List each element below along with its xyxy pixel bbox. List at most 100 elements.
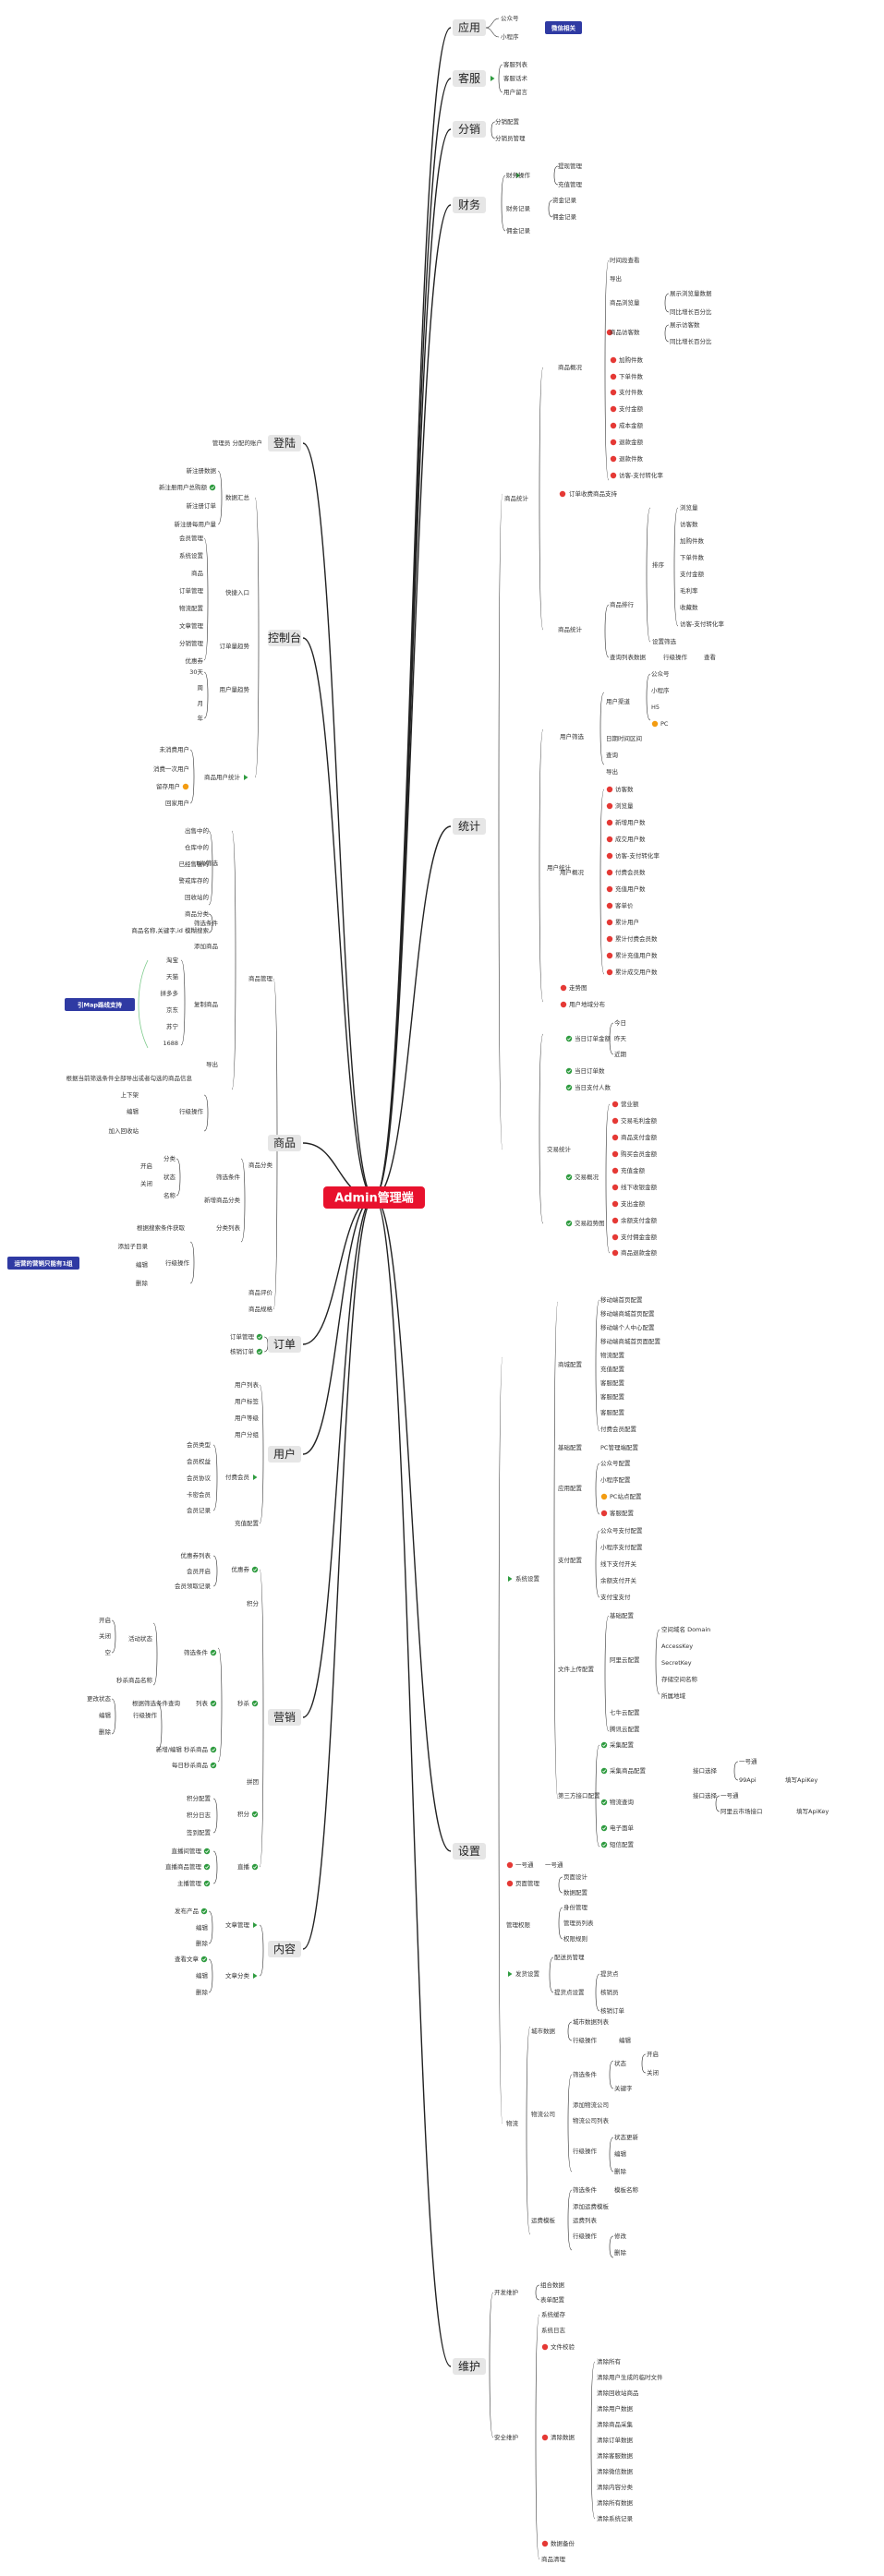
bracket-line	[157, 1703, 163, 1751]
connector-line	[373, 204, 452, 1198]
check-icon	[203, 1863, 211, 1871]
root-node	[323, 1186, 425, 1209]
note-badge	[7, 1257, 79, 1270]
connector-line	[302, 1197, 375, 1455]
node-label: 添加物流公司	[573, 2101, 609, 2109]
node-label: 秒杀商品名称	[116, 1676, 153, 1684]
node-label: 提货点设置	[554, 1988, 585, 1996]
node-label: 当日订单金额	[575, 1034, 612, 1042]
bracket-line	[208, 830, 213, 906]
node-label: 填写ApiKey	[785, 1776, 817, 1784]
node-label: 快捷入口	[225, 588, 249, 596]
node-label: 提现管理	[558, 162, 583, 170]
marker-dot-icon	[612, 1117, 619, 1125]
node-label: 积分	[237, 1810, 250, 1818]
node-label: 关闭	[140, 1179, 152, 1187]
bracket-line	[604, 604, 610, 658]
node-label: 数据汇总	[225, 493, 250, 501]
check-icon	[256, 1348, 263, 1355]
node-label: 充值用户数	[615, 885, 646, 893]
node-label: 文章管理	[225, 1920, 250, 1929]
check-icon	[200, 1908, 208, 1915]
node-label: 积分日志	[187, 1811, 212, 1819]
bracket-line	[259, 1384, 264, 1524]
arrow-icon	[253, 1973, 258, 1979]
node-label: 管理权限	[506, 1920, 531, 1929]
bracket-line	[152, 1622, 158, 1686]
bracket-line	[595, 1463, 600, 1515]
bracket-line	[673, 507, 679, 627]
marker-dot-icon	[600, 1493, 608, 1500]
node-label: 系统缓存	[541, 2310, 566, 2318]
marker-dot-icon	[506, 1861, 514, 1869]
check-icon	[600, 1741, 608, 1749]
node-label: 电子面单	[610, 1824, 635, 1832]
node-label: 支付金额	[680, 570, 705, 578]
check-icon	[251, 1700, 259, 1707]
marker-dot-icon	[612, 1150, 619, 1158]
node-label: 应用配置	[558, 1484, 583, 1492]
node-label: 主播管理	[177, 1879, 202, 1887]
arrow-icon	[516, 173, 521, 178]
node-label: 状态	[614, 2059, 627, 2067]
node-label: 清除微信数据	[597, 2467, 634, 2475]
node-label: 根据搜索条件获取	[137, 1223, 186, 1232]
node-label: 行级操作	[663, 653, 688, 661]
bracket-line	[217, 1647, 223, 1763]
node-label: 年	[198, 714, 204, 722]
node-label: 页面管理	[515, 1879, 540, 1887]
node-label: PC站点配置	[610, 1492, 642, 1500]
note-label: 引Map路线支持	[78, 1001, 123, 1009]
node-label: 文章管理	[179, 621, 204, 630]
node-label: 线下支付开关	[600, 1559, 637, 1568]
branch-label: 统计	[458, 820, 480, 833]
node-label: 管理员 分配的账户	[212, 439, 262, 447]
node-label: 商品规格	[248, 1305, 273, 1313]
group-outline	[138, 959, 149, 1049]
node-label: 系统日志	[541, 2326, 566, 2334]
marker-dot-icon	[606, 902, 613, 909]
node-label: 积分	[247, 1599, 260, 1607]
node-label: 编辑	[196, 1971, 209, 1980]
node-label: 商品名称,关键字,id 模糊搜索	[131, 926, 209, 934]
node-label: 新注册用户总购额	[159, 483, 208, 491]
node-label: 筛选条件	[216, 1173, 241, 1181]
bracket-line	[558, 1907, 563, 1940]
node-label: 第三方接口配置	[558, 1791, 600, 1800]
node-label: 清除数据	[551, 2433, 575, 2441]
node-label: 用户等级	[235, 1414, 260, 1422]
node-label: 订单管理	[230, 1332, 255, 1341]
node-label: 订单管理	[179, 586, 204, 595]
node-label: SecretKey	[661, 1659, 692, 1667]
bracket-line	[595, 1299, 600, 1432]
bracket-line	[599, 692, 605, 765]
bracket-line	[489, 2292, 494, 2438]
bracket-line	[203, 1094, 209, 1132]
node-label: 会员开启	[187, 1567, 211, 1575]
node-label: 清除用户数据	[597, 2404, 634, 2413]
node-label: 留存用户	[156, 782, 180, 790]
node-label: 根据筛选条件查询	[132, 1699, 181, 1707]
node-label: 客服配置	[600, 1408, 625, 1416]
node-label: 商品浏览量	[610, 298, 640, 307]
marker-dot-icon	[606, 885, 613, 893]
connector-line	[373, 1197, 452, 2367]
node-label: 客服话术	[503, 74, 528, 82]
marker-dot-icon	[612, 1184, 619, 1191]
node-label: 筛选条件	[573, 2185, 598, 2194]
branch-node	[453, 121, 486, 138]
marker-dot-icon	[610, 422, 617, 429]
node-label: 公众号	[501, 15, 519, 22]
node-label: 运费模板	[531, 2216, 556, 2224]
bracket-line	[498, 1356, 503, 2125]
bracket-line	[259, 1569, 264, 1868]
node-label: 表单配置	[540, 2295, 565, 2304]
node-label: 苏宁	[166, 1022, 179, 1030]
node-label: 访客-支付转化率	[615, 851, 660, 860]
node-label: 核销订单	[230, 1347, 255, 1355]
marker-dot-icon	[610, 356, 617, 364]
node-label: 存储空间名称	[661, 1675, 698, 1683]
node-label: 出售中的	[185, 826, 210, 835]
node-label: 退款件数	[619, 454, 644, 463]
node-label: 客服列表	[503, 60, 528, 68]
